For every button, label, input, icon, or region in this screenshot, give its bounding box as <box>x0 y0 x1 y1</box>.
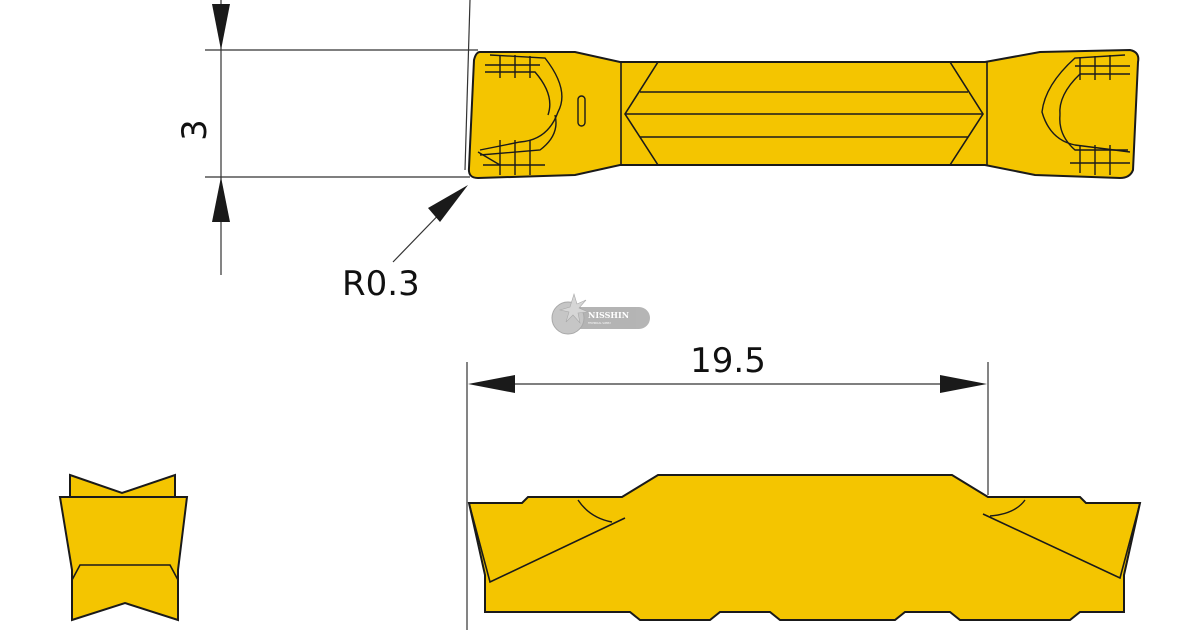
end-view-chip-line <box>71 564 179 581</box>
end-view-body-outline <box>58 496 189 622</box>
width-arrow-bottom <box>212 177 230 222</box>
right-rake-face <box>982 502 1141 580</box>
left-rake-face <box>468 502 626 584</box>
radius-dimension-label: R0.3 <box>342 264 420 304</box>
side-view: 19.5 <box>466 341 1142 630</box>
end-view-upper-outline <box>69 473 176 498</box>
insert-side-outline <box>467 474 1142 621</box>
watermark-logo: NISSHIN TECHNICAL SUPPLY <box>551 292 650 335</box>
logo-tagline-text: TECHNICAL SUPPLY <box>588 322 611 325</box>
width-arrow-top <box>212 4 230 50</box>
length-arrow-right <box>940 375 987 393</box>
left-chip-curve <box>577 499 613 523</box>
length-dimension-label: 19.5 <box>690 341 766 381</box>
width-dimension-label: 3 <box>175 119 215 141</box>
right-cutting-head <box>1041 54 1131 175</box>
radius-arrow <box>428 185 468 222</box>
reference-line <box>464 0 471 171</box>
end-view <box>58 473 189 622</box>
length-arrow-left <box>468 375 515 393</box>
left-cutting-head <box>477 54 586 175</box>
logo-sparkle-icon <box>558 292 590 325</box>
top-view: 3 <box>175 0 1140 304</box>
logo-brand-text: NISSHIN <box>588 310 629 320</box>
right-chip-curve <box>989 499 1026 517</box>
